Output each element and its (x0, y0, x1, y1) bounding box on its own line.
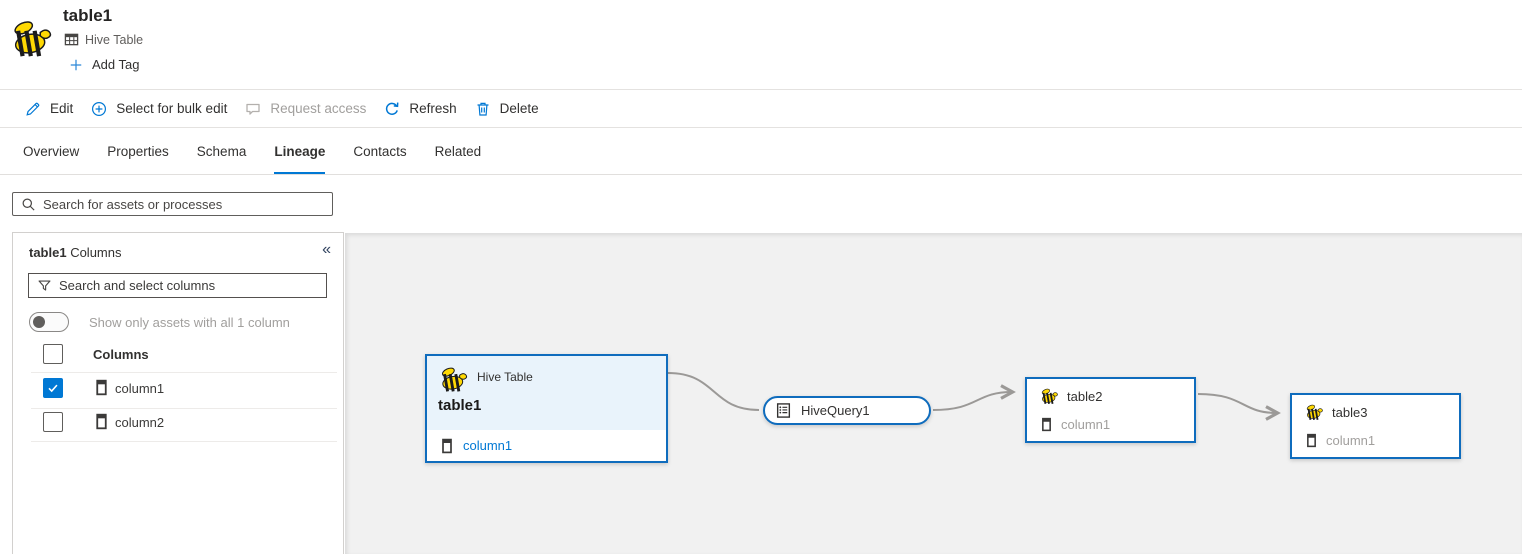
select-all-checkbox[interactable] (43, 344, 63, 364)
columns-panel: table1 Columns « Show only assets with a… (12, 232, 344, 554)
node-table1-column[interactable]: column1 (427, 430, 666, 461)
toggle-knob (33, 316, 45, 328)
plus-icon (69, 58, 83, 72)
node-title: HiveQuery1 (801, 403, 870, 418)
column-row-1[interactable]: column1 (13, 376, 343, 406)
node-column-label: column1 (1326, 433, 1376, 448)
node-table2-column[interactable]: column1 (1041, 417, 1110, 432)
node-table3-column[interactable]: column1 (1306, 433, 1375, 448)
funnel-icon (37, 278, 52, 293)
node-title-row: table2 (1040, 387, 1102, 405)
column-row-label: column2 (115, 415, 165, 430)
column2-checkbox[interactable] (43, 412, 63, 432)
divider (31, 441, 337, 442)
refresh-icon (384, 101, 400, 117)
search-icon (21, 197, 36, 212)
bulk-edit-label: Select for bulk edit (116, 101, 228, 116)
columns-list-header: Columns (13, 343, 343, 371)
column-icon (1306, 433, 1317, 448)
tab-related[interactable]: Related (434, 143, 482, 159)
add-tag-button[interactable]: Add Tag (69, 57, 139, 72)
trash-icon (475, 101, 491, 117)
column-icon (95, 379, 108, 396)
lineage-canvas[interactable]: Hive Table table1 column1 HiveQuery1 tab… (345, 233, 1522, 554)
divider (31, 372, 337, 373)
column-icon (95, 413, 108, 430)
edge-table1-hivequery1 (667, 372, 760, 411)
show-only-toggle-label: Show only assets with all 1 column (89, 314, 290, 330)
tab-bar: Overview Properties Schema Lineage Conta… (0, 128, 1522, 175)
lineage-node-table2[interactable]: table2 column1 (1025, 377, 1196, 443)
column-icon (1041, 417, 1052, 432)
node-title: table3 (1332, 404, 1368, 420)
asset-type-label: Hive Table (85, 32, 144, 47)
lineage-node-hivequery1[interactable]: HiveQuery1 (763, 396, 931, 425)
script-doc-icon (775, 402, 792, 419)
asset-search-box (12, 192, 333, 216)
checkmark-icon (46, 381, 60, 395)
page-title: table1 (63, 6, 113, 25)
delete-label: Delete (499, 101, 539, 116)
command-bar: Edit Select for bulk edit Request access… (0, 89, 1522, 128)
column-row-2[interactable]: column2 (13, 410, 343, 440)
edge-hivequery1-table2 (932, 384, 1016, 411)
hive-bee-icon (1040, 387, 1059, 405)
asset-type: Hive Table (64, 32, 143, 47)
show-only-toggle-row: Show only assets with all 1 column (29, 312, 290, 332)
lineage-node-table3[interactable]: table3 column1 (1290, 393, 1461, 459)
node-type-label: Hive Table (477, 370, 533, 384)
tab-lineage[interactable]: Lineage (274, 128, 326, 174)
columns-search-input[interactable] (59, 278, 326, 293)
columns-panel-title: table1 Columns (29, 245, 122, 260)
refresh-label: Refresh (409, 101, 457, 116)
node-title: table2 (1067, 388, 1103, 404)
speech-bubble-icon (245, 101, 261, 117)
node-column-label: column1 (463, 438, 513, 453)
tab-contacts[interactable]: Contacts (353, 143, 407, 159)
divider (31, 408, 337, 409)
show-only-toggle[interactable] (29, 312, 69, 332)
column-icon (441, 438, 453, 454)
node-table1-header: Hive Table table1 (427, 356, 666, 430)
node-title: table1 (438, 397, 482, 414)
node-title-row: table3 (1305, 403, 1367, 421)
edge-table2-table3 (1197, 393, 1281, 421)
refresh-button[interactable]: Refresh (375, 90, 465, 127)
panel-title-suffix: Columns (66, 245, 122, 260)
edit-button[interactable]: Edit (16, 90, 82, 127)
delete-button[interactable]: Delete (466, 90, 548, 127)
column1-checkbox[interactable] (43, 378, 63, 398)
panel-title-asset: table1 (29, 245, 67, 260)
collapse-panel-icon[interactable]: « (322, 241, 331, 258)
columns-header-label: Columns (93, 347, 149, 362)
circle-plus-icon (91, 101, 107, 117)
table-grid-icon (64, 32, 79, 47)
tab-properties[interactable]: Properties (107, 143, 169, 159)
request-access-button: Request access (236, 90, 375, 127)
lineage-node-table1[interactable]: Hive Table table1 column1 (425, 354, 668, 463)
pencil-icon (25, 101, 41, 117)
asset-search-input[interactable] (43, 196, 332, 212)
columns-search-box (28, 273, 327, 298)
add-tag-label: Add Tag (92, 57, 140, 72)
hive-bee-icon (439, 365, 469, 393)
node-column-label: column1 (1061, 417, 1111, 432)
column-row-label: column1 (115, 381, 165, 396)
hive-logo-icon (10, 17, 54, 59)
tab-schema[interactable]: Schema (196, 143, 247, 159)
hive-bee-icon (1305, 403, 1324, 421)
tab-overview[interactable]: Overview (23, 143, 80, 159)
lineage-edges (667, 372, 1281, 421)
edit-label: Edit (50, 101, 74, 116)
bulk-edit-button[interactable]: Select for bulk edit (82, 90, 236, 127)
request-access-label: Request access (270, 101, 367, 116)
